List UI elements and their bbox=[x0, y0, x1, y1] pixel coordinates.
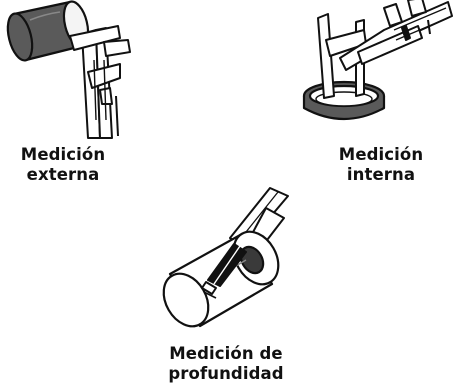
caliper-internal-illustration bbox=[302, 0, 453, 121]
external-measurement-figure bbox=[0, 0, 135, 140]
caption-depth-line2: profundidad bbox=[168, 364, 284, 383]
caption-internal-line2: interna bbox=[346, 165, 416, 184]
caption-depth-line1: Medición de bbox=[169, 344, 283, 363]
caliper-body bbox=[317, 0, 453, 99]
caliper-jaws bbox=[69, 25, 131, 139]
cylinder-part bbox=[6, 0, 90, 62]
caption-internal-line1: Medición bbox=[338, 145, 424, 164]
caption-external-line2: externa bbox=[26, 165, 100, 184]
caption-external-line1: Medición bbox=[20, 145, 106, 164]
internal-measurement-figure bbox=[298, 0, 454, 130]
caption-depth: Medición de profundidad bbox=[163, 344, 289, 384]
caption-external: Medición externa bbox=[0, 145, 126, 185]
depth-rod bbox=[201, 243, 247, 299]
caption-internal: Medición interna bbox=[318, 145, 444, 185]
caliper-depth-illustration bbox=[162, 187, 289, 328]
depth-measurement-figure bbox=[160, 187, 308, 338]
caliper-external-illustration bbox=[6, 0, 131, 139]
ring-part bbox=[302, 80, 386, 121]
